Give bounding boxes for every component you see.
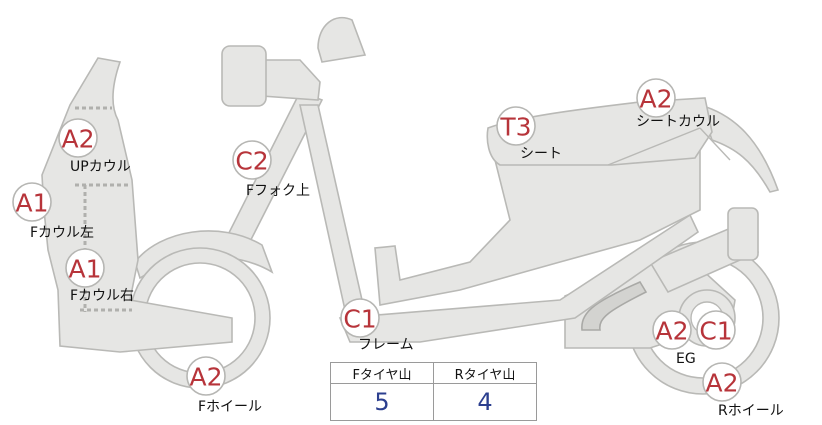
badge-grade: A2: [61, 125, 94, 154]
badge-a1-f-cowl-right: A1: [65, 248, 105, 288]
badge-a1-f-cowl-left: A1: [12, 182, 52, 222]
badge-grade: C2: [235, 147, 268, 176]
badge-c1-frame: C1: [340, 298, 380, 338]
badge-grade: C1: [699, 317, 732, 346]
r-tread-header: Rタイヤ山: [433, 362, 537, 384]
badge-a2-eg: A2: [652, 310, 692, 350]
label-f-cowl-left: Fカウル左: [30, 225, 95, 241]
badge-a2-r-wheel: A2: [702, 362, 742, 402]
label-r-wheel: Rホイール: [718, 403, 784, 419]
label-eg: EG: [676, 351, 696, 367]
badge-c2-f-fork-upper: C2: [232, 140, 272, 180]
badge-circle: [496, 106, 536, 146]
f-tread-header: Fタイヤ山: [330, 362, 434, 384]
badge-grade: A1: [68, 255, 101, 284]
mirror: [317, 16, 367, 63]
f-tread-value: 5: [330, 383, 434, 421]
rear-fender-tail: [698, 103, 780, 193]
badge-grade: A1: [15, 189, 48, 218]
label-up-cowl: UPカウル: [70, 159, 131, 175]
label-seat: シート: [520, 146, 562, 162]
label-seat-cowl: シートカウル: [636, 114, 720, 130]
engine-pipe: [581, 280, 648, 331]
badge-a2-f-wheel: A2: [186, 356, 226, 396]
label-f-fork-upper: Fフォク上: [246, 183, 311, 199]
badge-grade: A2: [705, 369, 738, 398]
badge-circle: [58, 118, 98, 158]
badge-circle: [702, 362, 742, 402]
label-f-cowl-right: Fカウル右: [70, 288, 135, 304]
badge-a2-up-cowl: A2: [58, 118, 98, 158]
badge-circle: [65, 248, 105, 288]
frame-down-tube: [299, 104, 363, 312]
underseat-body: [374, 144, 701, 306]
badge-circle: [12, 182, 52, 222]
label-frame: フレーム: [358, 337, 414, 353]
headlight: [221, 45, 267, 107]
badge-circle: [232, 140, 272, 180]
rear-shock-cap: [727, 207, 759, 261]
badge-grade: C1: [343, 305, 376, 334]
badge-circle: [186, 356, 226, 396]
badge-circle: [696, 310, 736, 350]
badge-circle: [340, 298, 380, 338]
badge-circle: [652, 310, 692, 350]
badge-grade: T3: [499, 113, 531, 142]
badge-grade: A2: [189, 363, 222, 392]
badge-grade: A2: [639, 85, 672, 114]
r-tread-value: 4: [433, 383, 537, 421]
badge-t3-seat: T3: [496, 106, 536, 146]
badge-circle: [636, 78, 676, 118]
tire-tread-table: Fタイヤ山 Rタイヤ山 5 4: [330, 362, 537, 421]
badge-a2-seat-cowl: A2: [636, 78, 676, 118]
badge-c1-eg: C1: [696, 310, 736, 350]
label-f-wheel: Fホイール: [198, 399, 263, 415]
badge-grade: A2: [655, 317, 688, 346]
